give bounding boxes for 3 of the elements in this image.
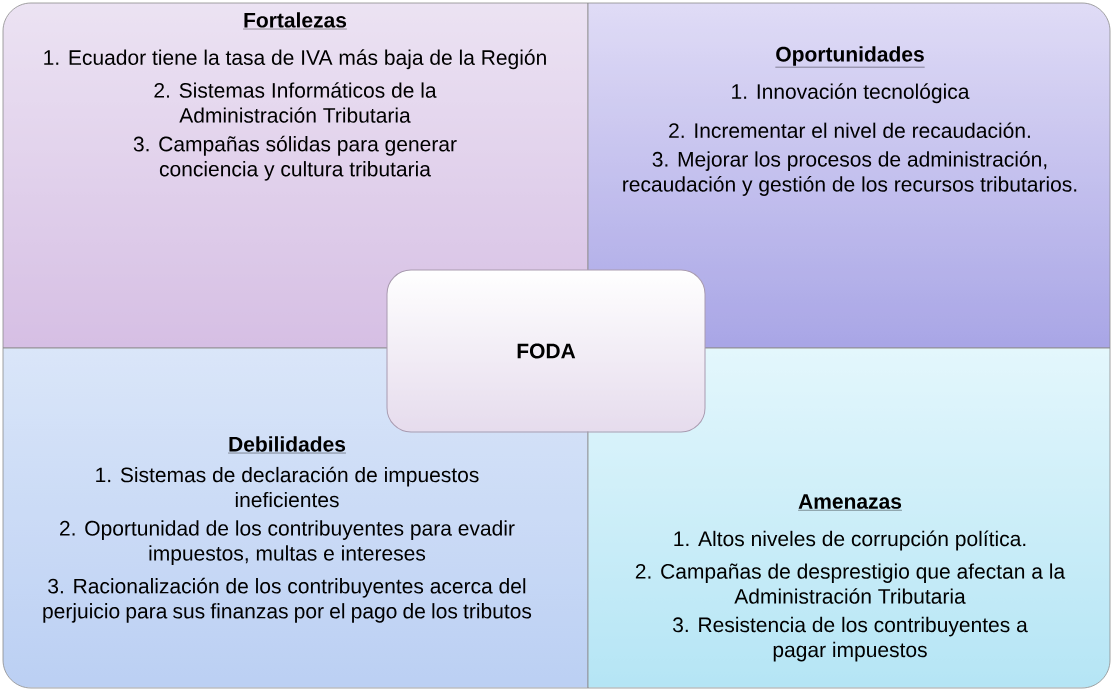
quadrant-box: Amenazas 1. Altos niveles de corrupción política. 2. Campañas de desprestigio que afectan a la Administración Tributaria 3. Resistencia de los contribuyentes a pagar impuestos — [587, 347, 1111, 689]
quadrant-box: Oportunidades 1. Innovación tecnológica 2. Incrementar el nivel de recaudación. 3. Mejorar los procesos de administración, recaudación y gestión de los recursos tributarios. — [587, 2, 1111, 349]
center-box: FODA — [386, 269, 706, 433]
